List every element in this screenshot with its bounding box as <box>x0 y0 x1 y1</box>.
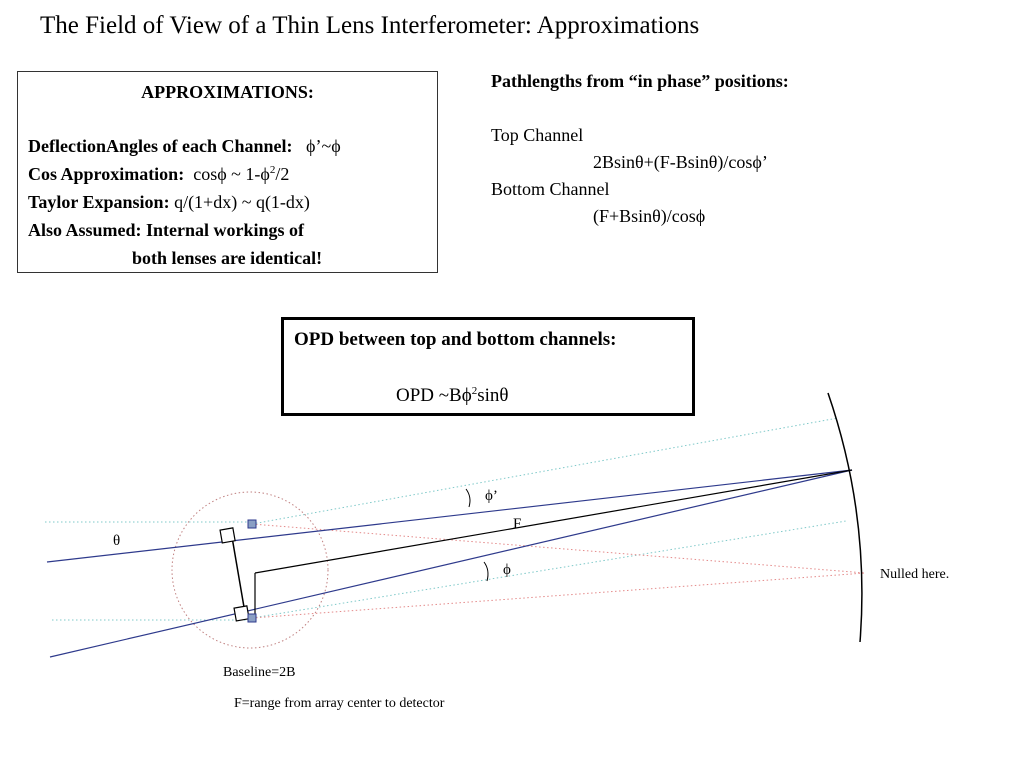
approximations-box: APPROXIMATIONS: DeflectionAngles of each… <box>17 71 438 273</box>
dotted-guide-line <box>251 523 866 574</box>
top-mirror-square <box>219 527 236 544</box>
dotted-guide-line <box>251 572 866 619</box>
phi-prime-label: ϕ’ <box>485 488 498 504</box>
dotted-guide-line <box>251 417 839 525</box>
top-lens-node <box>247 519 257 529</box>
f-label: F <box>513 516 521 532</box>
bottom-channel-formula: (F+Bsinθ)/cosϕ <box>593 206 706 226</box>
f-range-label: F=range from array center to detector <box>234 696 445 711</box>
bottom-channel-label: Bottom Channel <box>491 179 610 199</box>
detector-arc <box>827 392 863 643</box>
top-ray <box>46 469 853 563</box>
deflection-angles-value: ϕ’~ϕ <box>305 136 341 156</box>
nulled-here-label: Nulled here. <box>880 567 949 582</box>
deflection-angles-line: DeflectionAngles of each Channel: ϕ’~ϕ <box>28 132 427 160</box>
phi-prime-angle-arc <box>465 488 471 508</box>
bottom-lens-node <box>247 613 257 623</box>
opd-box: OPD between top and bottom channels: OPD… <box>281 317 695 416</box>
phi-label: ϕ <box>503 562 511 578</box>
cos-approximation-value: cosϕ ~ 1-ϕ2/2 <box>193 164 290 184</box>
opd-heading: OPD between top and bottom channels: <box>294 329 617 350</box>
center-axis-line <box>254 469 853 574</box>
pathlengths-block: Pathlengths from “in phase” positions: T… <box>491 68 789 230</box>
also-assumed-line-2: both lenses are identical! <box>132 248 323 268</box>
cos-approximation-line: Cos Approximation: cosϕ ~ 1-ϕ2/2 <box>28 160 427 188</box>
cos-approximation-label: Cos Approximation: <box>28 164 185 184</box>
bottom-ray <box>49 469 853 658</box>
taylor-expansion-value: q/(1+dx) ~ q(1-dx) <box>174 192 310 212</box>
slide-title: The Field of View of a Thin Lens Interfe… <box>40 12 700 39</box>
phi-angle-arc <box>483 561 489 582</box>
dotted-lens-circle <box>171 491 329 649</box>
bottom-mirror-square <box>233 605 250 622</box>
opd-formula: OPD ~Bϕ2sinθ <box>396 385 509 406</box>
theta-label: θ <box>113 533 120 549</box>
approximations-heading: APPROXIMATIONS: <box>141 82 314 102</box>
deflection-angles-label: DeflectionAngles of each Channel: <box>28 136 293 156</box>
baseline-label: Baseline=2B <box>223 665 295 680</box>
top-channel-formula: 2Bsinθ+(F-Bsinθ)/cosϕ’ <box>593 152 768 172</box>
taylor-expansion-label: Taylor Expansion: <box>28 192 170 212</box>
dotted-guide-line <box>251 520 847 619</box>
top-channel-label: Top Channel <box>491 125 584 145</box>
taylor-expansion-line: Taylor Expansion: q/(1+dx) ~ q(1-dx) <box>28 188 427 216</box>
pathlengths-heading: Pathlengths from “in phase” positions: <box>491 71 789 91</box>
baseline-rod <box>231 536 246 614</box>
also-assumed-line: Also Assumed: Internal workings of <box>28 220 305 240</box>
